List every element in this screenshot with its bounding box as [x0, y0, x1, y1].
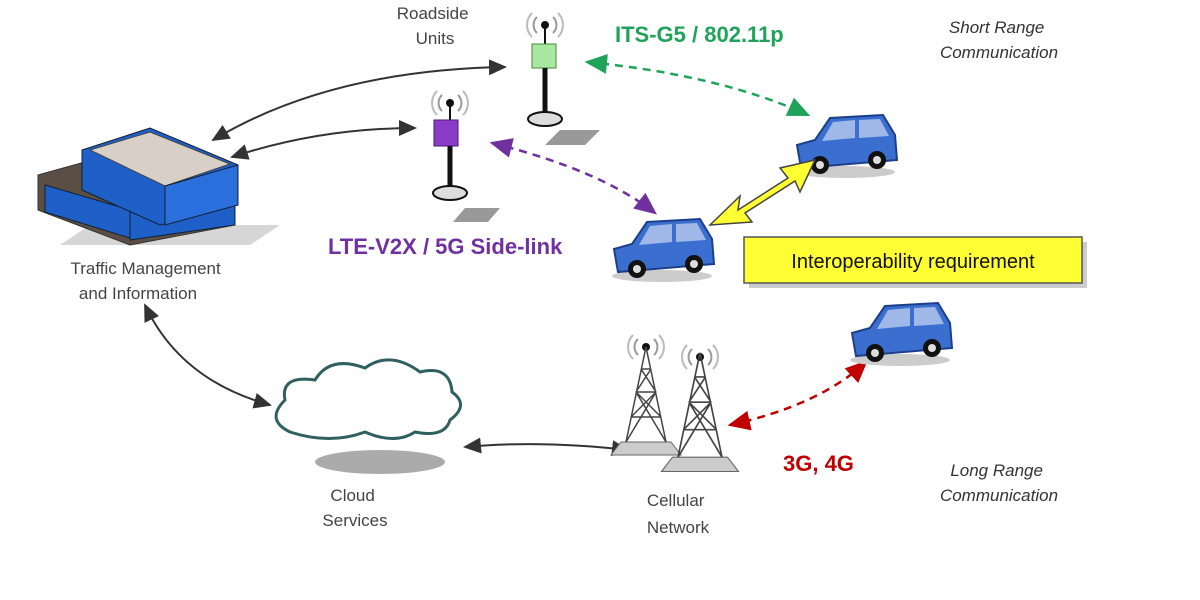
vehicle-icon	[849, 302, 953, 367]
roadside-unit-lte-v2x-icon	[431, 90, 500, 222]
link-cloud-cellular	[463, 437, 630, 457]
link-lte-v2x	[489, 138, 657, 215]
link-tmc-rsu2	[230, 120, 417, 160]
long-range-label: Long Range Communication	[940, 461, 1058, 505]
cloud-services-label: Cloud Services	[322, 486, 387, 530]
callout-text: Interoperability requirement	[791, 251, 1035, 273]
cellular-tower-icon	[610, 334, 740, 473]
cellular-network-label: Cellular Network	[647, 491, 710, 537]
traffic-management-building-icon	[37, 127, 280, 246]
short-range-label: Short Range Communication	[940, 18, 1058, 62]
cloud-services-icon	[274, 358, 462, 474]
link-cellular	[727, 360, 868, 431]
lte-v2x-label: LTE-V2X / 5G Side-link	[328, 234, 563, 259]
link-tmc-cloud	[144, 303, 272, 409]
cellular-protocol-label: 3G, 4G	[783, 451, 854, 476]
link-its-g5	[584, 53, 811, 117]
traffic-management-label: Traffic Management and Information	[71, 259, 226, 303]
interoperability-arrow-icon	[707, 158, 817, 226]
roadside-units-label: Roadside Units	[397, 4, 474, 48]
interoperability-callout: Interoperability requirement	[743, 236, 1087, 288]
its-g5-label: ITS-G5 / 802.11p	[615, 22, 784, 47]
vehicle-icon	[611, 218, 715, 283]
roadside-unit-its-g5-icon	[526, 12, 600, 145]
